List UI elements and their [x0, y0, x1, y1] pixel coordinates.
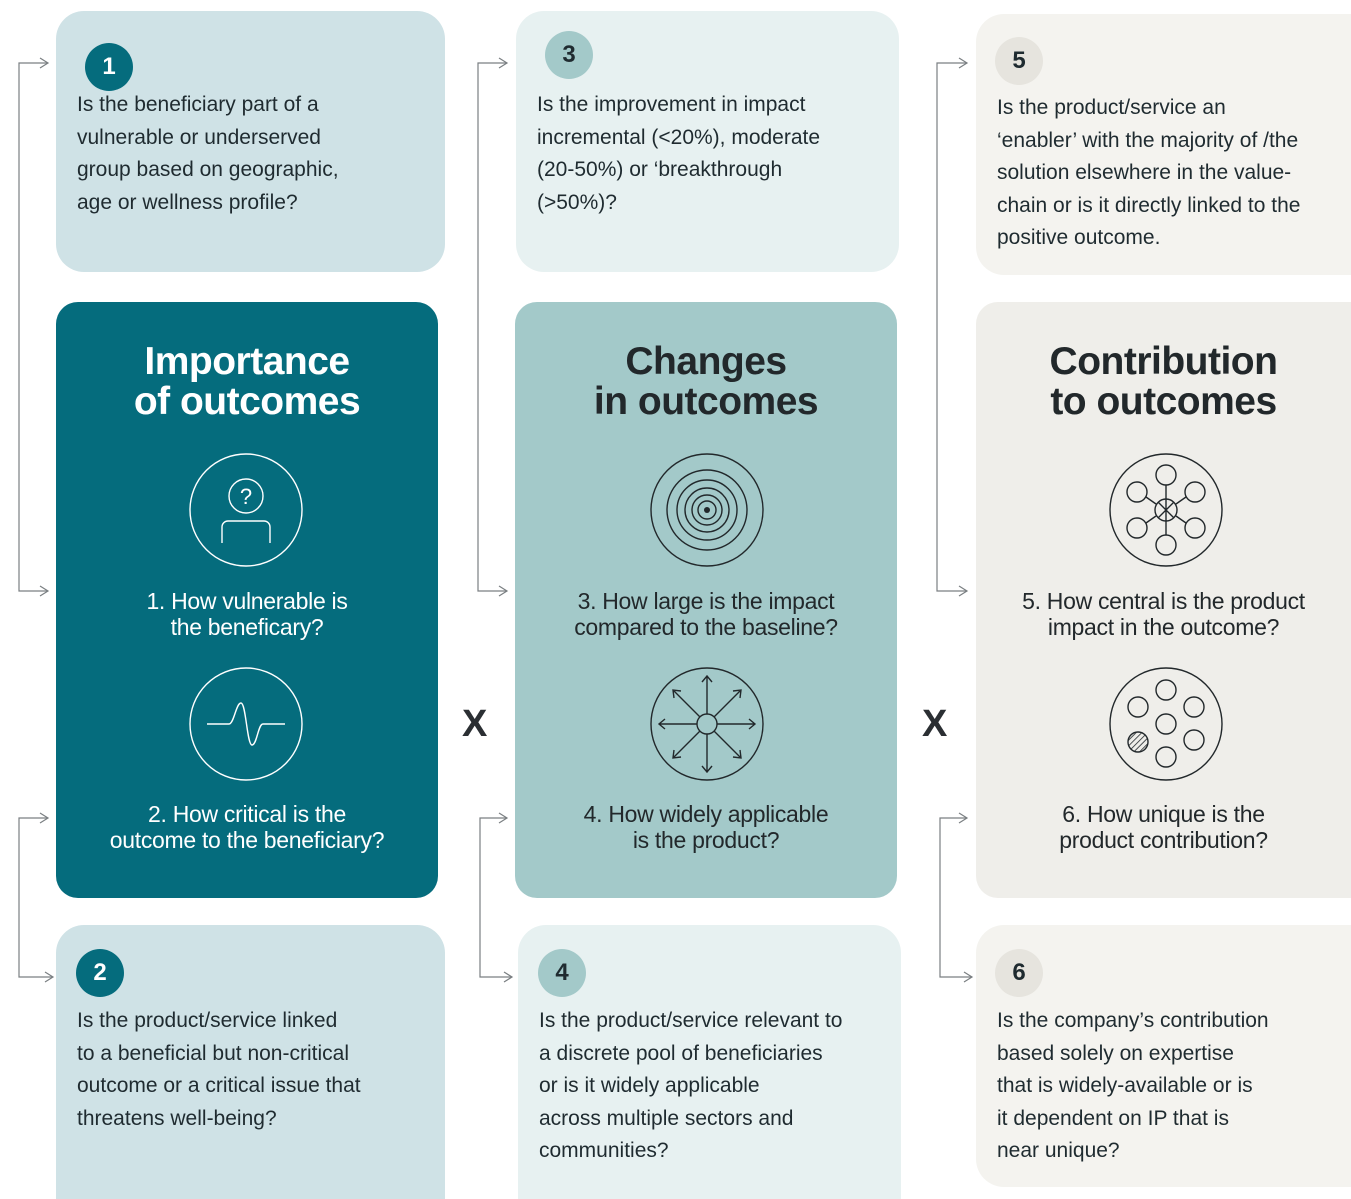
multiply-operator-2: X: [922, 703, 948, 745]
pillar-title: Changes in outcomes: [593, 340, 819, 423]
question-text: Is the company’s contribution based sole…: [997, 1009, 1269, 1162]
radiating-arrows-icon: [650, 667, 764, 781]
pillar-question-2: 2. How critical is the outcome to the be…: [109, 801, 385, 853]
multiply-operator-1: X: [462, 703, 488, 745]
concentric-target-icon: [650, 453, 764, 567]
pillar-question-1: 3. How large is the impact compared to t…: [574, 588, 838, 640]
pulse-wave-icon: [189, 667, 303, 781]
question-text: Is the product/service relevant to a dis…: [539, 1009, 843, 1162]
pillar-title: Contribution to outcomes: [1049, 340, 1278, 423]
question-text: Is the beneficiary part of a vulnerable …: [77, 93, 339, 214]
number-badge: 1: [85, 43, 133, 91]
number-badge: 4: [538, 949, 586, 997]
pillar-question-2: 4. How widely applicable is the product?: [583, 801, 829, 853]
circle-cluster-icon: [1109, 667, 1223, 781]
network-hub-icon: [1109, 453, 1223, 567]
pillar-importance: Importance of outcomes ? 1. How vulnerab…: [56, 302, 438, 898]
pillar-question-1: 5. How central is the product impact in …: [1022, 588, 1305, 640]
pillar-title: Importance of outcomes: [133, 340, 361, 423]
question-text: Is the product/service linked to a benef…: [77, 1009, 361, 1130]
number-badge: 5: [995, 37, 1043, 85]
question-card-2: 2 Is the product/service linked to a ben…: [56, 925, 445, 1199]
number-badge: 2: [76, 949, 124, 997]
question-card-6: 6 Is the company’s contribution based so…: [976, 925, 1351, 1187]
question-card-1: 1 Is the beneficiary part of a vulnerabl…: [56, 11, 445, 272]
pillar-question-1: 1. How vulnerable is the beneficary?: [146, 588, 348, 640]
question-card-5: 5 Is the product/service an ‘enabler’ wi…: [976, 14, 1351, 275]
person-question-icon: ?: [189, 453, 303, 567]
number-badge: 3: [545, 31, 593, 79]
question-card-3: 3 Is the improvement in impact increment…: [516, 11, 899, 272]
question-text: Is the product/service an ‘enabler’ with…: [997, 96, 1301, 249]
pillar-question-2: 6. How unique is the product contributio…: [1059, 801, 1268, 853]
svg-text:?: ?: [240, 484, 252, 509]
question-card-4: 4 Is the product/service relevant to a d…: [518, 925, 901, 1199]
pillar-contribution: Contribution to outcomes 5. How central …: [976, 302, 1351, 898]
question-text: Is the improvement in impact incremental…: [537, 93, 821, 214]
pillar-changes: Changes in outcomes 3. How large is the …: [515, 302, 897, 898]
number-badge: 6: [995, 949, 1043, 997]
